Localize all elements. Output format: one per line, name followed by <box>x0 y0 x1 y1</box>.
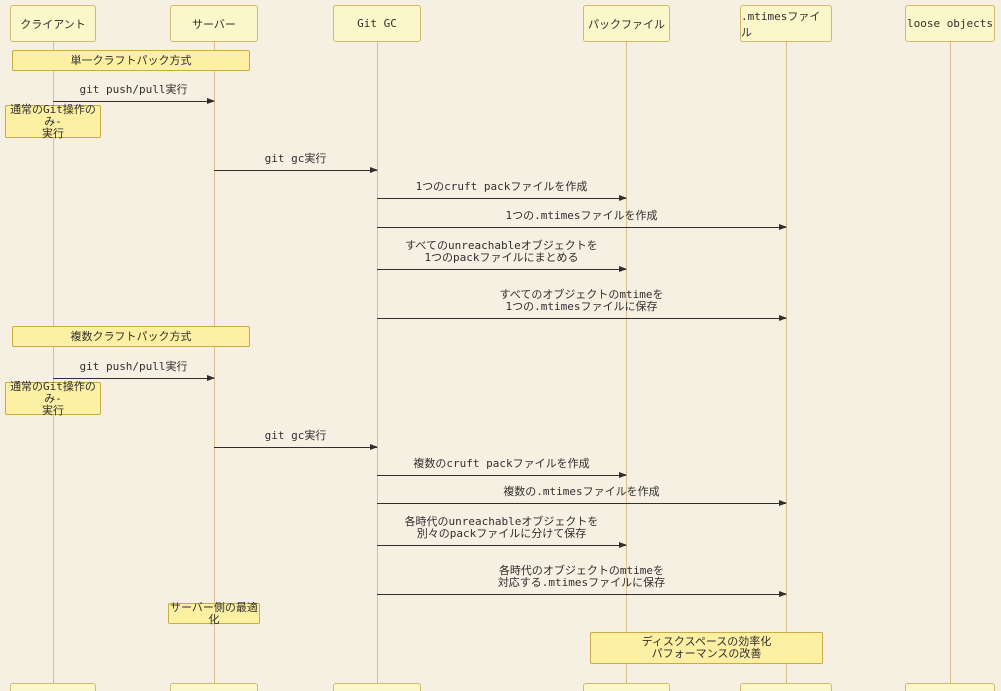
actor-pack-file-bottom <box>583 683 670 691</box>
lifeline-loose-objects <box>950 42 951 683</box>
actor-git-gc-bottom <box>333 683 421 691</box>
actor-label: loose objects <box>906 17 994 30</box>
message-arrow-3 <box>377 195 627 201</box>
message-label-8: git gc実行 <box>264 429 327 442</box>
message-arrow-11 <box>377 542 627 548</box>
actor-loose-objects-bottom <box>905 683 995 691</box>
actor-label: Git GC <box>357 17 397 30</box>
arrowhead-icon <box>207 98 215 104</box>
arrowhead-icon <box>370 444 378 450</box>
lifeline-mtimes-file <box>786 42 787 683</box>
message-label-1: git push/pull実行 <box>79 83 188 96</box>
actor-mtimes-file: .mtimesファイル <box>740 5 832 42</box>
arrowhead-icon <box>779 315 787 321</box>
arrowhead-icon <box>779 500 787 506</box>
message-arrow-8 <box>214 444 378 450</box>
lifeline-git-gc <box>377 42 378 683</box>
note-normal-git-ops-2: 通常のGit操作のみ- 実行 <box>5 380 101 416</box>
note-normal-git-ops-1: 通常のGit操作のみ- 実行 <box>5 103 101 139</box>
actor-loose-objects: loose objects <box>905 5 995 42</box>
note-multi-cruft-pack: 複数クラフトパック方式 <box>12 326 250 347</box>
arrowhead-icon <box>779 591 787 597</box>
message-label-2: git gc実行 <box>264 152 327 165</box>
message-arrow-6 <box>377 315 787 321</box>
actor-server: サーバー <box>170 5 258 42</box>
lifeline-server <box>214 42 215 683</box>
arrowhead-icon <box>619 195 627 201</box>
message-label-12: 各時代のオブジェクトのmtimeを 対応する.mtimesファイルに保存 <box>497 564 666 589</box>
actor-label: クライアント <box>20 17 86 31</box>
message-arrow-9 <box>377 472 627 478</box>
actor-client-bottom <box>10 683 96 691</box>
actor-git-gc: Git GC <box>333 5 421 42</box>
arrowhead-icon <box>619 472 627 478</box>
message-label-9: 複数のcruft packファイルを作成 <box>413 457 590 470</box>
message-arrow-5 <box>377 266 627 272</box>
lifeline-pack-file <box>626 42 627 683</box>
message-arrow-12 <box>377 591 787 597</box>
actor-label: パックファイル <box>588 17 665 31</box>
message-label-4: 1つの.mtimesファイルを作成 <box>505 209 658 222</box>
message-arrow-4 <box>377 224 787 230</box>
message-arrow-2 <box>214 167 378 173</box>
message-label-5: すべてのunreachableオブジェクトを 1つのpackファイルにまとめる <box>405 239 598 264</box>
message-label-6: すべてのオブジェクトのmtimeを 1つの.mtimesファイルに保存 <box>499 288 664 313</box>
actor-label: .mtimesファイル <box>741 9 821 39</box>
arrowhead-icon <box>370 167 378 173</box>
note-single-cruft-pack: 単一クラフトパック方式 <box>12 50 250 71</box>
arrowhead-icon <box>779 224 787 230</box>
message-label-7: git push/pull実行 <box>79 360 188 373</box>
message-arrow-7 <box>53 375 215 381</box>
message-arrow-1 <box>53 98 215 104</box>
actor-label: サーバー <box>192 17 236 31</box>
arrowhead-icon <box>207 375 215 381</box>
note-server-optimization: サーバー側の最適化 <box>168 601 260 625</box>
actor-mtimes-file-bottom <box>740 683 832 691</box>
arrowhead-icon <box>619 542 627 548</box>
message-label-10: 複数の.mtimesファイルを作成 <box>503 485 660 498</box>
arrowhead-icon <box>619 266 627 272</box>
lifeline-client <box>53 42 54 683</box>
message-label-11: 各時代のunreachableオブジェクトを 別々のpackファイルに分けて保存 <box>404 515 599 540</box>
actor-client: クライアント <box>10 5 96 42</box>
message-label-3: 1つのcruft packファイルを作成 <box>415 180 588 193</box>
message-arrow-10 <box>377 500 787 506</box>
actor-server-bottom <box>170 683 258 691</box>
actor-pack-file: パックファイル <box>583 5 670 42</box>
note-disk-efficiency: ディスクスペースの効率化 パフォーマンスの改善 <box>590 632 823 664</box>
